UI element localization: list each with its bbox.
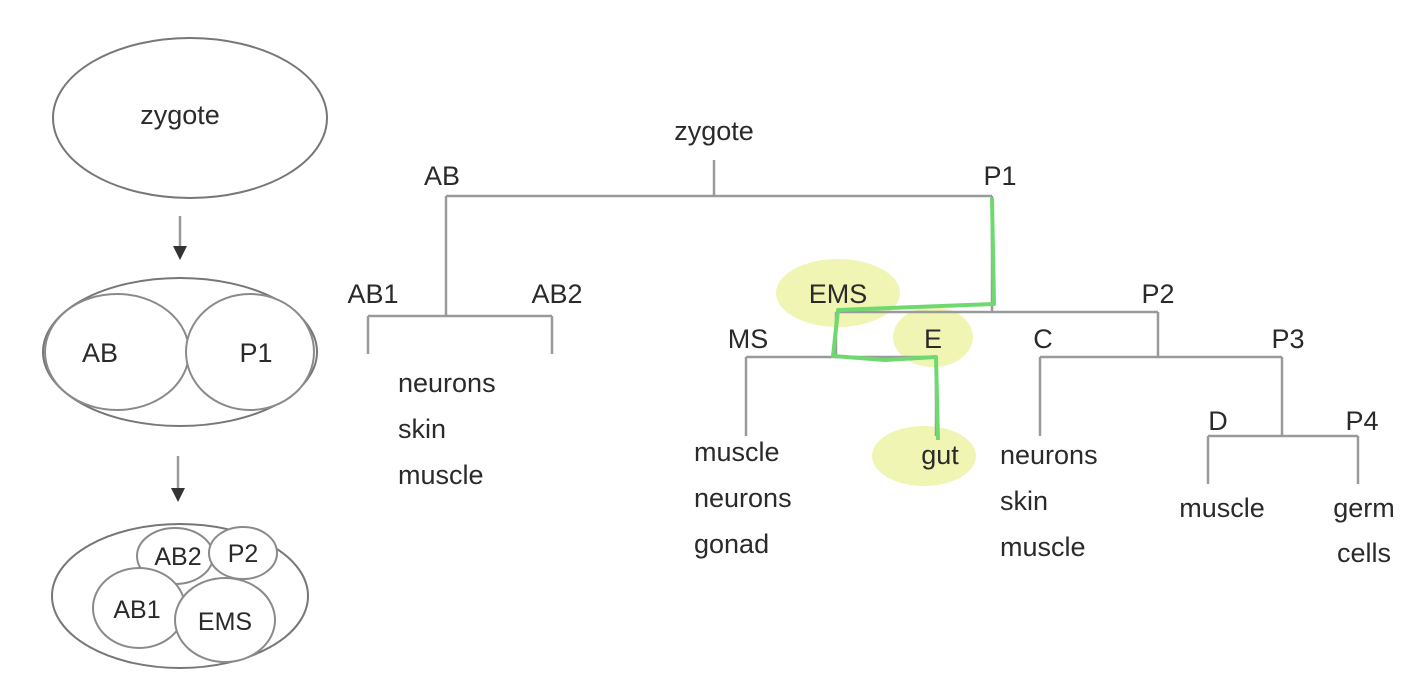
ab2-cell-label: AB2 [154, 543, 201, 571]
embryo-panel: zygote AB P1 AB2 P2 AB1 EMS [42, 37, 328, 669]
tree-d-label: D [1208, 406, 1228, 436]
ms-fate-1: muscle [694, 437, 780, 467]
tree-ab-label: AB [424, 161, 460, 191]
p1-cell [185, 293, 315, 411]
gut-lineage-path [831, 197, 996, 441]
ab-fate-1: neurons [398, 368, 496, 398]
arrow-2-head [171, 488, 185, 502]
tree-ab2-label: AB2 [531, 279, 582, 309]
tree-p3-label: P3 [1271, 324, 1304, 354]
ms-fate-2: neurons [694, 483, 792, 513]
d-fate-1: muscle [1179, 493, 1265, 523]
ab-fate-3: muscle [398, 460, 484, 490]
p4-fate-2: cells [1337, 538, 1391, 568]
e-fate-1: gut [921, 440, 959, 470]
fate-labels: neurons skin muscle muscle neurons gonad… [398, 368, 1395, 568]
tree-ms-label: MS [728, 324, 769, 354]
ab-cell-label: AB [82, 338, 118, 368]
tree-zygote-label: zygote [674, 116, 754, 146]
c-fate-3: muscle [1000, 532, 1086, 562]
c-fate-2: skin [1000, 486, 1048, 516]
arrow-1-head [173, 246, 187, 260]
gut-highlight [872, 426, 976, 486]
ems-cell [174, 577, 276, 663]
tree-c-label: C [1033, 324, 1053, 354]
p1-cell-label: P1 [239, 338, 272, 368]
tree-p4-label: P4 [1345, 406, 1378, 436]
zygote-cell [52, 37, 328, 199]
tree-p1-label: P1 [983, 161, 1016, 191]
ems-cell-label: EMS [198, 608, 252, 636]
ms-fate-3: gonad [694, 529, 769, 559]
p4-fate-1: germ [1333, 493, 1395, 523]
e-highlight [893, 307, 973, 367]
node-labels: zygote AB P1 AB1 AB2 EMS P2 MS E C P3 D … [347, 116, 1378, 436]
ab-fate-2: skin [398, 414, 446, 444]
tree-p2-label: P2 [1141, 279, 1174, 309]
ab1-cell-label: AB1 [113, 596, 160, 624]
c-fate-1: neurons [1000, 440, 1098, 470]
tree-ems-label: EMS [809, 279, 868, 309]
p2-cell-label: P2 [228, 540, 259, 568]
p2-cell [208, 526, 278, 580]
tree-e-label: E [924, 324, 942, 354]
zygote-cell-label: zygote [140, 100, 220, 130]
tree-ab1-label: AB1 [347, 279, 398, 309]
